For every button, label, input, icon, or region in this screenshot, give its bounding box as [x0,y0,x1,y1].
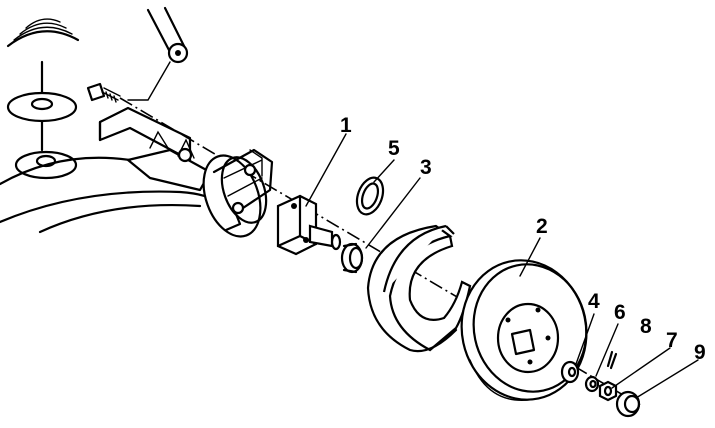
dust-cap [615,390,641,418]
brake-backing-plate [202,148,274,238]
bearing [340,242,364,274]
shock-absorber [127,6,189,101]
nut [598,380,618,402]
axle-stub-flange [276,194,342,256]
spring-seat-assembly [6,18,80,180]
trailing-arm [0,106,220,234]
callout-4: 4 [588,290,600,313]
callout-1: 1 [340,114,352,137]
callout-2: 2 [536,215,548,238]
dust-shield [366,224,472,353]
callout-9: 9 [694,341,706,364]
callout-7: 7 [666,329,678,352]
leader-lines [305,133,699,399]
callout-6: 6 [614,301,626,324]
callout-5: 5 [388,137,400,160]
mounting-bolt [86,82,121,103]
cotter-pin [606,350,618,370]
thrust-washer [560,360,580,384]
brake-disc [460,259,588,402]
seal-ring [355,176,385,216]
centre-axis-line [119,97,641,406]
callout-8: 8 [640,315,652,338]
callout-3: 3 [420,156,432,179]
nut-lock [584,375,600,393]
